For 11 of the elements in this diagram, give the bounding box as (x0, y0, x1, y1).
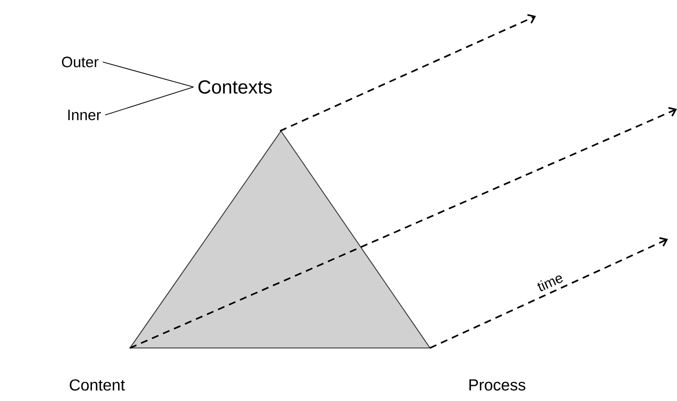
corner-label: Content (70, 379, 125, 391)
corner-label: Process (469, 379, 526, 391)
dashed-arrow (130, 107, 677, 349)
node-label: Inner (68, 110, 101, 120)
node-label: Outer (62, 56, 98, 68)
bracket-line (104, 86, 194, 116)
dashed-arrow (280, 14, 536, 132)
dashed-arrow (430, 237, 668, 349)
edge-label: time (534, 270, 566, 294)
bracket-line (102, 62, 194, 88)
node-label: Contexts (198, 80, 272, 94)
